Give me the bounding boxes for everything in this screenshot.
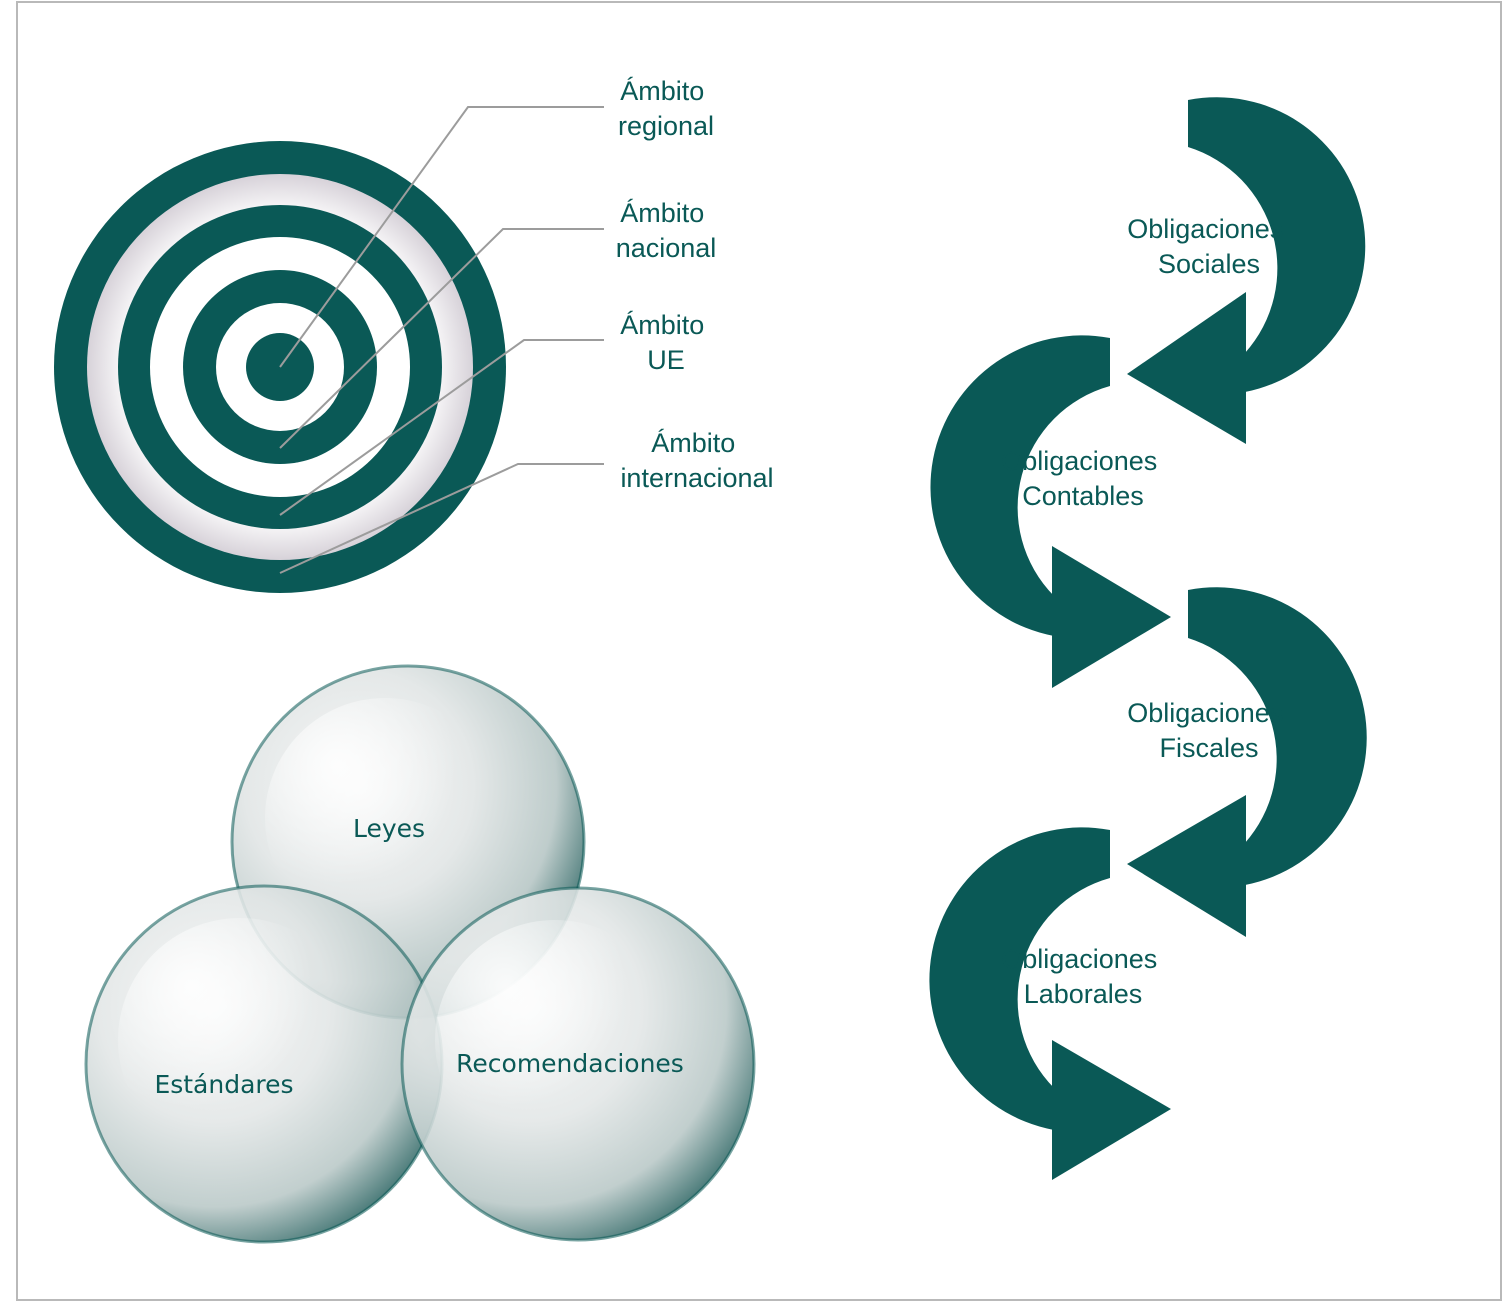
leader-line-regional	[279, 106, 604, 368]
flow-arrowhead-4	[1052, 1040, 1171, 1180]
leader-line-eu	[279, 339, 604, 516]
leader-line-international	[279, 463, 604, 574]
flow-label-social: Obligaciones Sociales	[1127, 214, 1291, 279]
flow-label-fiscal: Obligaciones Fiscales	[1127, 698, 1291, 763]
label-eu: Ámbito UE	[620, 310, 712, 375]
flow-label-labor: Obligaciones Laborales	[1001, 944, 1165, 1009]
flow-arc-1	[1188, 97, 1366, 392]
flow-arrowhead-3	[1127, 795, 1246, 937]
sphere-label-recommendations: Recomendaciones	[456, 1049, 684, 1078]
obligations-flow: Obligaciones Sociales Obligaciones Conta…	[929, 97, 1367, 1180]
label-regional: Ámbito regional	[618, 76, 714, 141]
flow-arc-2	[930, 335, 1110, 636]
sphere-recommendations: Recomendaciones	[400, 886, 756, 1242]
flow-arrowhead-2	[1052, 546, 1171, 688]
flow-arc-3	[1188, 587, 1367, 885]
sphere-standards: Estándares	[84, 884, 444, 1244]
flow-arrowhead-1	[1127, 292, 1246, 444]
label-national: Ámbito nacional	[616, 198, 717, 263]
flow-label-accounting: Obligaciones Contables	[1001, 446, 1165, 511]
sphere-label-laws: Leyes	[353, 814, 425, 843]
target-diagram: Ámbito regional Ámbito nacional Ámbito U…	[54, 76, 774, 593]
sphere-label-standards: Estándares	[154, 1070, 293, 1099]
flow-arc-4	[929, 827, 1110, 1130]
leader-line-national	[279, 228, 604, 449]
spheres-diagram: Leyes Estándares Recomendaciones	[84, 664, 756, 1244]
label-international: Ámbito internacional	[620, 428, 773, 493]
